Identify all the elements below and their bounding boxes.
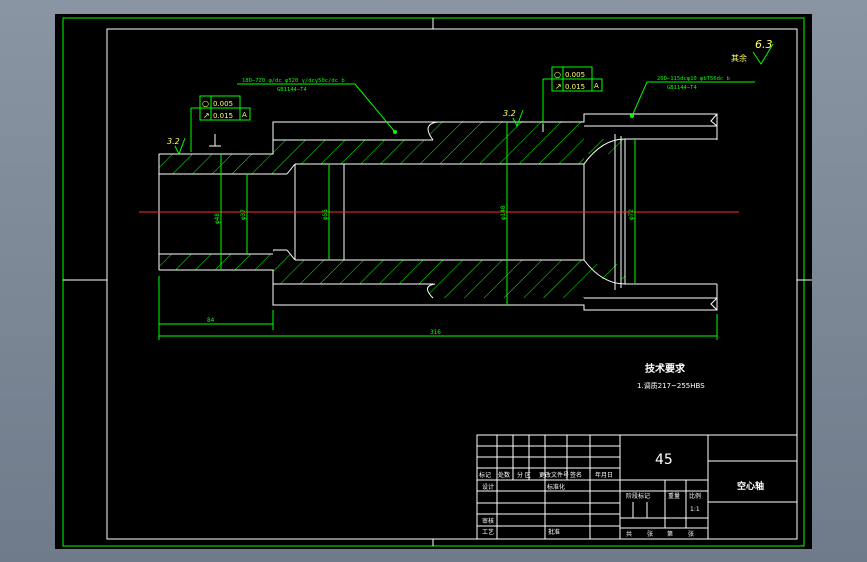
- dim-left-length: 84: [207, 317, 215, 324]
- svg-text:○: ○: [554, 70, 561, 79]
- svg-text:共: 共: [626, 530, 632, 538]
- svg-text:A: A: [242, 111, 247, 119]
- svg-text:第: 第: [667, 530, 673, 538]
- tech-requirements-note: 1.调质217~255HBS: [637, 381, 705, 390]
- svg-text:0.015: 0.015: [213, 112, 233, 120]
- svg-text:张: 张: [688, 530, 694, 538]
- dim-d5: φ72: [628, 209, 635, 220]
- svg-text:审核: 审核: [482, 517, 494, 525]
- svg-text:分 区: 分 区: [517, 471, 531, 479]
- svg-text:阶段标记: 阶段标记: [626, 492, 650, 500]
- svg-text:↗: ↗: [555, 82, 562, 91]
- svg-text:张: 张: [647, 530, 653, 538]
- drawing-canvas: 84 316 φ48 φ37 φ55 φ140 φ72 18D−7Z0 φ/dc…: [62, 17, 812, 547]
- svg-text:年月日: 年月日: [595, 471, 613, 479]
- svg-text:0.005: 0.005: [213, 100, 233, 108]
- title-block: [476, 434, 798, 540]
- tech-requirements-title: 技术要求: [645, 362, 686, 375]
- svg-text:GB1144−T4: GB1144−T4: [277, 87, 307, 93]
- material: 45: [655, 452, 673, 468]
- svg-text:处数: 处数: [498, 471, 510, 479]
- tolerance-frame-mid: ○ 0.005 ↗ 0.015 A 3.2: [503, 66, 603, 132]
- svg-text:更改文件号: 更改文件号: [539, 471, 569, 479]
- dim-d1: φ48: [214, 213, 221, 224]
- part-name: 空心轴: [737, 480, 764, 492]
- surface-roughness-general: 其余 6.3: [731, 38, 774, 65]
- dim-d4: φ140: [500, 205, 507, 220]
- svg-text:标记: 标记: [479, 471, 491, 479]
- dim-d3: φ55: [322, 209, 329, 220]
- svg-text:工艺: 工艺: [482, 528, 494, 536]
- svg-text:3.2: 3.2: [167, 137, 180, 146]
- svg-text:6.3: 6.3: [755, 38, 773, 51]
- svg-text:↗: ↗: [203, 111, 210, 120]
- svg-text:其余: 其余: [731, 53, 747, 63]
- tolerance-frame-left: ○ 0.005 ↗ 0.015 A 3.2: [167, 95, 251, 156]
- svg-text:0.015: 0.015: [565, 83, 585, 91]
- svg-text:A: A: [594, 82, 599, 90]
- cad-viewport[interactable]: 84 316 φ48 φ37 φ55 φ140 φ72 18D−7Z0 φ/dc…: [55, 14, 812, 549]
- svg-text:批准: 批准: [548, 528, 560, 536]
- scale-value: 1:1: [690, 506, 700, 513]
- svg-text:设计: 设计: [482, 483, 494, 491]
- shaft-outline: [158, 113, 718, 311]
- svg-text:重量: 重量: [668, 492, 680, 500]
- svg-text:GB1144−T4: GB1144−T4: [667, 85, 697, 91]
- spline-note-left: 18D−7Z0 φ/dc φ520 γ/dcγ50c/dc b GB1144−T…: [237, 78, 397, 134]
- svg-text:签名: 签名: [570, 471, 582, 479]
- svg-text:○: ○: [202, 99, 209, 108]
- svg-text:0.005: 0.005: [565, 71, 585, 79]
- svg-text:3.2: 3.2: [503, 109, 516, 118]
- dim-total-length: 316: [430, 329, 441, 336]
- spline-note-right: 20D−115dcφ10 φbT56dc b GB1144−T4: [630, 76, 755, 118]
- svg-text:比例: 比例: [689, 492, 701, 500]
- svg-text:20D−115dcφ10 φbT56dc b: 20D−115dcφ10 φbT56dc b: [657, 76, 730, 82]
- drawing-frame: [106, 28, 798, 540]
- section-hatching: [159, 121, 625, 298]
- dim-d2: φ37: [240, 209, 247, 220]
- dimensions: [158, 122, 718, 340]
- svg-text:18D−7Z0 φ/dc φ520 γ/dcγ50c/dc: 18D−7Z0 φ/dc φ520 γ/dcγ50c/dc b: [242, 78, 345, 84]
- svg-text:标准化: 标准化: [547, 483, 565, 491]
